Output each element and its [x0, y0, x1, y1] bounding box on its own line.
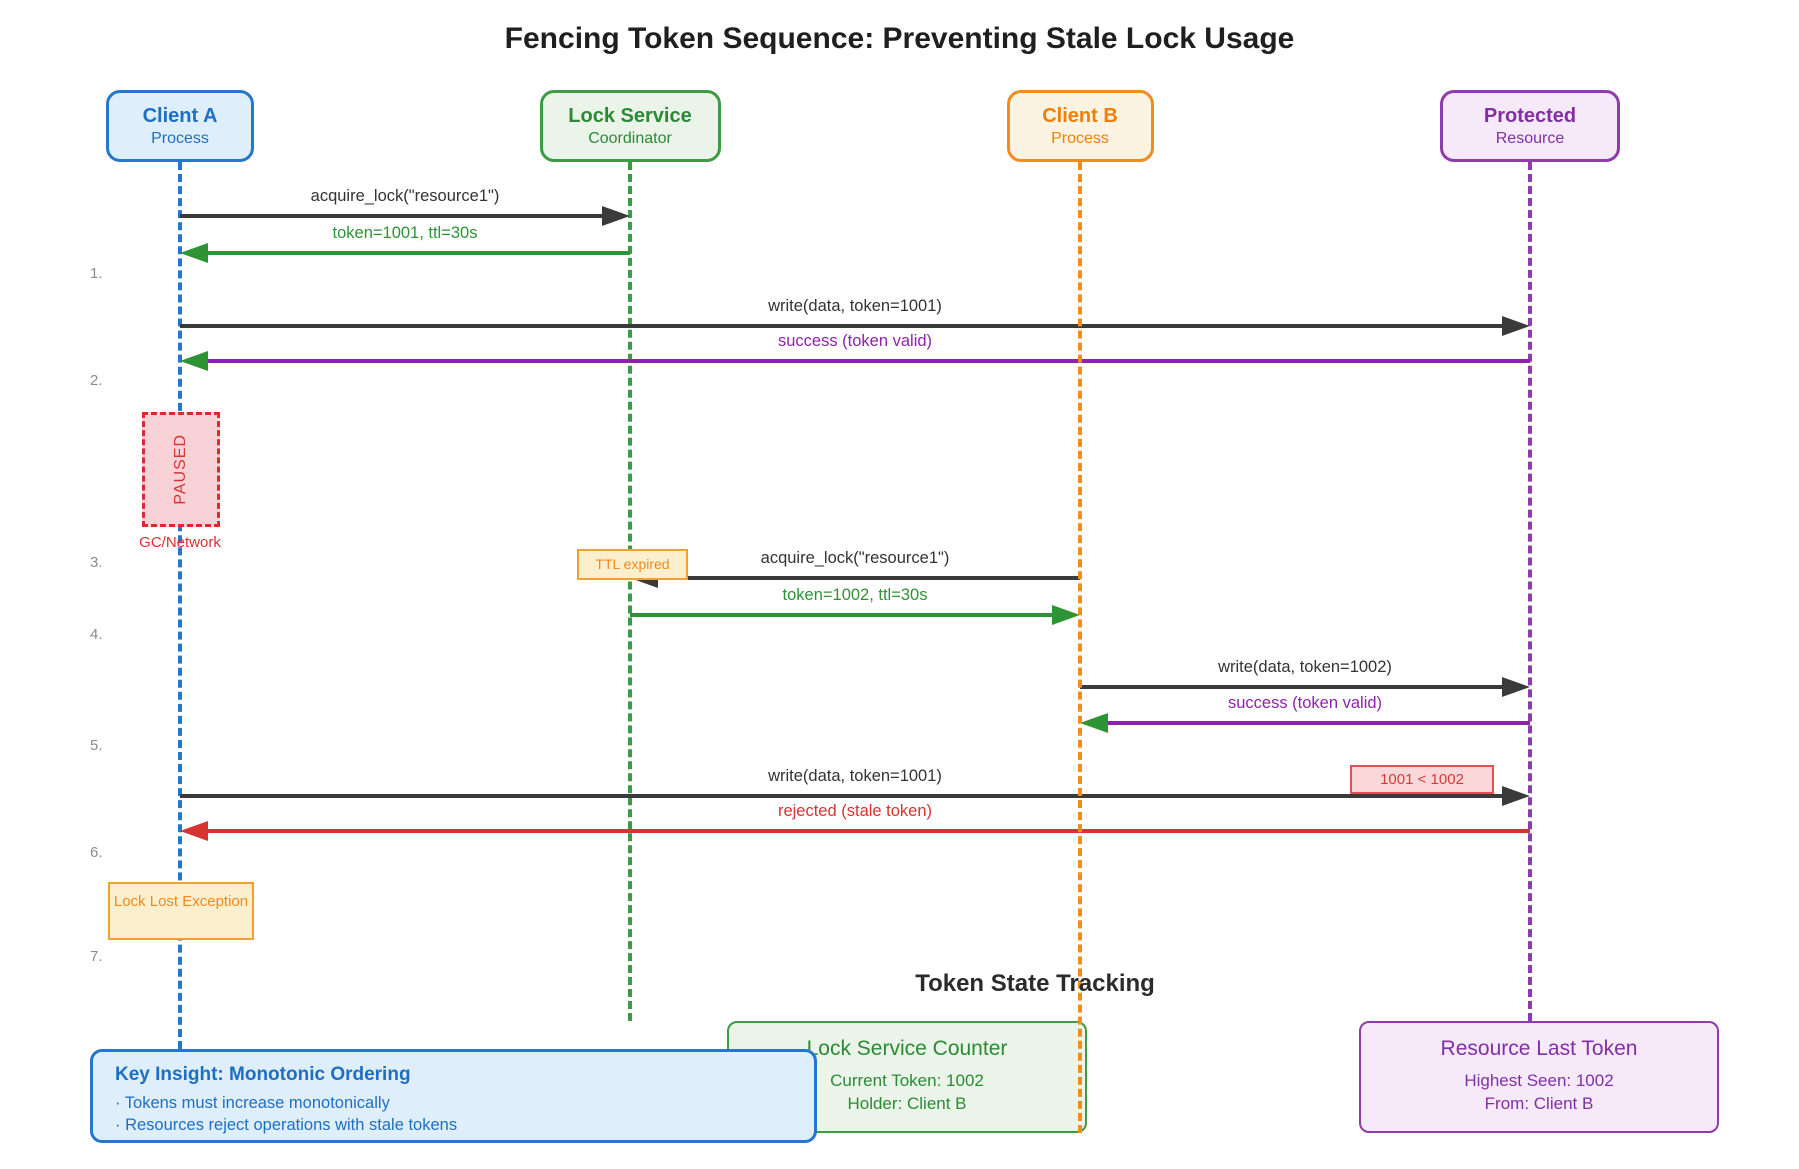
- holder-line: Holder: Client B: [847, 1094, 967, 1113]
- message-label-3: success (token valid): [777, 332, 933, 350]
- message-line-3: [188, 359, 1530, 363]
- ttl-expired-note: TTL expired: [577, 549, 688, 580]
- step-number-7: 7.: [90, 948, 103, 965]
- token-state-tracking-heading: Token State Tracking: [915, 970, 1155, 997]
- key-insight-box: Key Insight: Monotonic Ordering · Tokens…: [90, 1049, 817, 1143]
- current-token-line: Current Token: 1002: [830, 1071, 984, 1090]
- lock-service-counter-title: Lock Service Counter: [806, 1037, 1008, 1060]
- message-label-8: write(data, token=1001): [768, 767, 942, 785]
- message-line-7: [1088, 721, 1530, 725]
- actor-name: Lock Service: [568, 104, 692, 127]
- message-arrowhead-2: [1502, 316, 1530, 336]
- actor-name: Client A: [142, 104, 218, 127]
- step-number-2: 2.: [90, 372, 103, 389]
- message-line-2: [180, 324, 1522, 328]
- key-insight-bullet: · Resources reject operations with stale…: [115, 1116, 458, 1134]
- message-label-2: write(data, token=1001): [768, 297, 942, 315]
- step-number-3: 3.: [90, 554, 103, 571]
- message-arrowhead-0: [602, 206, 630, 226]
- resource-last-token-title: Resource Last Token: [1440, 1037, 1638, 1060]
- message-line-1: [188, 251, 630, 255]
- highest-seen-line: Highest Seen: 1002: [1464, 1071, 1614, 1090]
- diagram-title: Fencing Token Sequence: Preventing Stale…: [504, 22, 1295, 55]
- actor-subtitle: Process: [1051, 129, 1109, 147]
- message-arrowhead-9: [180, 821, 208, 841]
- actor-name: Client B: [1042, 104, 1118, 127]
- message-line-8: [180, 794, 1522, 798]
- message-label-6: write(data, token=1002): [1218, 658, 1392, 676]
- step-number-6: 6.: [90, 844, 103, 861]
- actor-subtitle: Resource: [1495, 129, 1565, 147]
- message-label-5: token=1002, ttl=30s: [782, 586, 928, 604]
- key-insight-title: Key Insight: Monotonic Ordering: [115, 1064, 411, 1085]
- gc-network-label: GC/Network: [139, 534, 221, 551]
- token-comparison-note: 1001 < 1002: [1350, 765, 1494, 794]
- actor-subtitle: Coordinator: [588, 129, 672, 147]
- message-arrowhead-6: [1502, 677, 1530, 697]
- message-label-1: token=1001, ttl=30s: [332, 224, 478, 242]
- message-arrowhead-5: [1052, 605, 1080, 625]
- resource-last-token-box: Resource Last Token Highest Seen: 1002 F…: [1359, 1021, 1719, 1133]
- message-label-0: acquire_lock("resource1"): [310, 187, 500, 205]
- message-line-5: [630, 613, 1072, 617]
- step-number-4: 4.: [90, 626, 103, 643]
- lifeline-protected: [1528, 162, 1532, 1021]
- step-number-1: 1.: [90, 265, 103, 282]
- actor-client-a: Client A Process: [106, 90, 254, 162]
- message-arrowhead-1: [180, 243, 208, 263]
- message-label-9: rejected (stale token): [777, 802, 933, 820]
- message-line-6: [1080, 685, 1522, 689]
- actor-client-b: Client B Process: [1006, 90, 1154, 162]
- lock-lost-exception-note: Lock Lost Exception: [108, 882, 254, 940]
- lifeline-client-b: [1078, 162, 1082, 1133]
- step-number-5: 5.: [90, 737, 103, 754]
- message-label-4: acquire_lock("resource1"): [760, 549, 950, 567]
- key-insight-bullet: · Tokens must increase monotonically: [115, 1094, 390, 1112]
- actor-subtitle: Process: [151, 129, 209, 147]
- message-arrowhead-7: [1080, 713, 1108, 733]
- paused-activation-box: PAUSED: [142, 412, 220, 527]
- message-arrowhead-3: [180, 351, 208, 371]
- message-label-7: success (token valid): [1227, 694, 1383, 712]
- actor-name: Protected: [1483, 104, 1577, 127]
- from-line: From: Client B: [1484, 1094, 1594, 1113]
- lifeline-client-a: [178, 162, 182, 1049]
- paused-label: PAUSED: [172, 434, 189, 505]
- message-arrowhead-8: [1502, 786, 1530, 806]
- message-line-9: [188, 829, 1530, 833]
- message-line-4: [638, 576, 1080, 580]
- message-line-0: [180, 214, 622, 218]
- lifeline-lock-service: [628, 162, 632, 1021]
